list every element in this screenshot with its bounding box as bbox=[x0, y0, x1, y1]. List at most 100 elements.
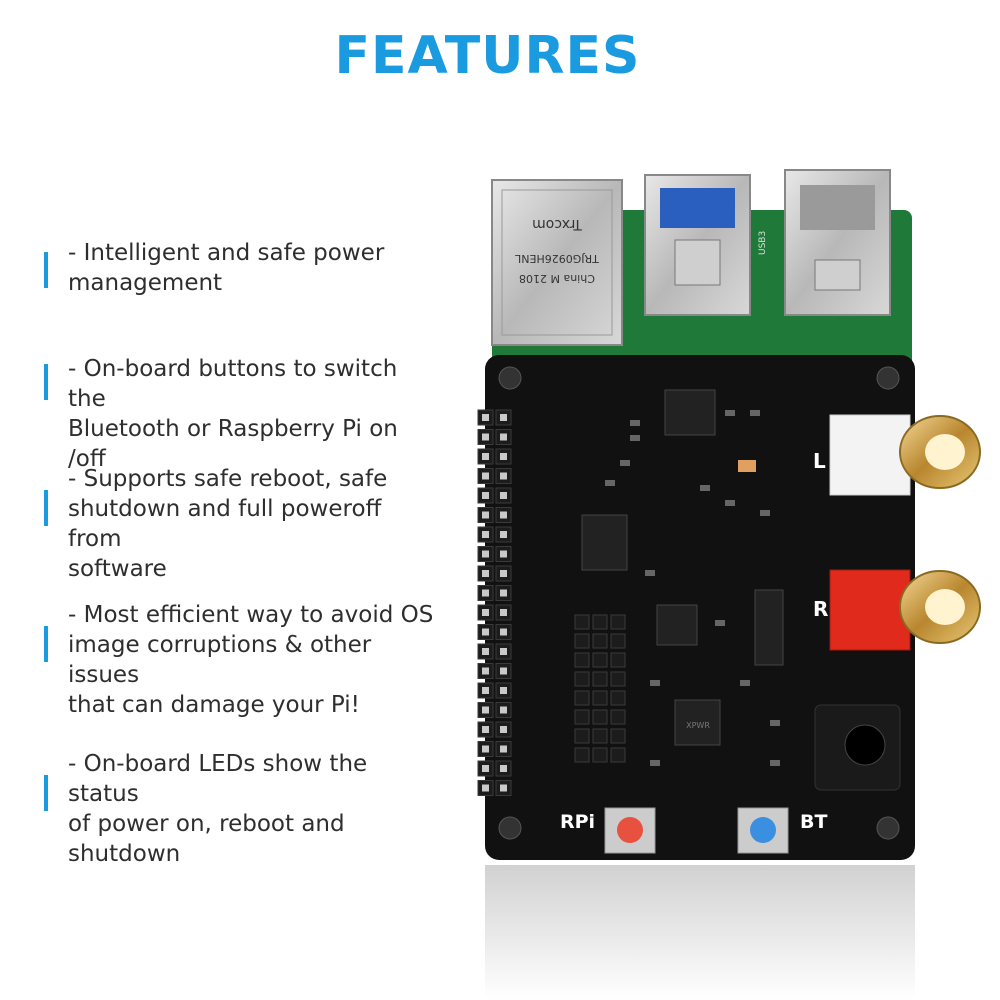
gpio-pin-tip bbox=[500, 687, 507, 694]
gpio-pin-tip bbox=[500, 726, 507, 733]
small-header bbox=[574, 614, 626, 763]
gpio-pin-tip bbox=[482, 667, 489, 675]
header-pin bbox=[592, 747, 608, 763]
gpio-pin-tip bbox=[482, 453, 489, 460]
bar-marker-icon bbox=[44, 252, 48, 288]
ethernet-port: Trxcom TRJG0926HENL China M 2108 bbox=[491, 179, 623, 346]
mount-hole bbox=[876, 366, 900, 390]
ethernet-label: Trxcom bbox=[532, 216, 583, 232]
gpio-pin-tip bbox=[500, 453, 507, 460]
gpio-header bbox=[477, 409, 512, 796]
usb3-port: USB3 bbox=[644, 174, 768, 316]
gpio-pin-tip bbox=[482, 570, 489, 577]
feature-text: - Most efficient way to avoid OS image c… bbox=[68, 602, 434, 718]
header-pin bbox=[610, 709, 626, 725]
mount-hole bbox=[498, 366, 522, 390]
gpio-pin-tip bbox=[482, 706, 489, 714]
usb2-port bbox=[784, 169, 891, 316]
header-pin bbox=[610, 728, 626, 744]
gpio-pin-tip bbox=[500, 511, 507, 519]
header-pin bbox=[592, 652, 608, 668]
chip bbox=[656, 604, 698, 646]
gpio-pin-tip bbox=[500, 784, 507, 792]
header-pin bbox=[574, 728, 590, 744]
rpi-button[interactable]: RPi bbox=[560, 807, 656, 854]
board-illustration: Trxcom TRJG0926HENL China M 2108 USB3 bbox=[477, 169, 981, 1000]
page-title: FEATURES bbox=[334, 26, 641, 86]
header-pin bbox=[592, 728, 608, 744]
feature-list: - Intelligent and safe power management … bbox=[44, 0, 444, 1000]
gpio-pin-tip bbox=[482, 414, 489, 421]
gpio-pin-tip bbox=[482, 648, 489, 655]
header-pin bbox=[574, 614, 590, 630]
gpio-pin-tip bbox=[500, 589, 507, 597]
gpio-pin-tip bbox=[482, 609, 489, 616]
passives bbox=[605, 410, 780, 766]
rpi-button-label: RPi bbox=[560, 811, 595, 833]
bt-button[interactable]: BT bbox=[737, 807, 827, 854]
gpio-pin-tip bbox=[500, 472, 507, 480]
header-pin bbox=[592, 633, 608, 649]
header-pin bbox=[592, 709, 608, 725]
header-pin bbox=[574, 747, 590, 763]
feature-text: - On-board buttons to switch the Bluetoo… bbox=[68, 356, 398, 472]
bt-button-label: BT bbox=[800, 811, 827, 833]
feature-text: - Intelligent and safe power management bbox=[68, 240, 385, 296]
rca-left-jack: L bbox=[813, 414, 981, 496]
feature-text: - Supports safe reboot, safe shutdown an… bbox=[68, 466, 388, 582]
gpio-pin-tip bbox=[500, 414, 507, 421]
capacitor bbox=[738, 460, 756, 472]
header-pin bbox=[574, 633, 590, 649]
reflection bbox=[485, 865, 915, 1000]
gpio-pin-tip bbox=[482, 628, 489, 636]
usb3-label: USB3 bbox=[758, 231, 768, 255]
header-pin bbox=[610, 633, 626, 649]
gpio-pin-tip bbox=[482, 687, 489, 694]
watermark bbox=[320, 430, 356, 569]
gpio-pin-tip bbox=[500, 492, 507, 499]
gpio-pin-tip bbox=[482, 492, 489, 499]
header-pin bbox=[574, 690, 590, 706]
chip-label: XPWR bbox=[686, 721, 710, 730]
rca-right-jack: R bbox=[813, 569, 981, 651]
gpio-pin-tip bbox=[482, 589, 489, 597]
header-pin bbox=[592, 614, 608, 630]
header-pin bbox=[592, 690, 608, 706]
gpio-pin-tip bbox=[500, 648, 507, 655]
gpio-pin-tip bbox=[482, 726, 489, 733]
gpio-pin-tip bbox=[500, 609, 507, 616]
chip bbox=[754, 589, 784, 666]
gpio-pin-tip bbox=[482, 511, 489, 519]
chip bbox=[581, 514, 628, 571]
header-pin bbox=[574, 652, 590, 668]
gpio-pin-tip bbox=[482, 784, 489, 792]
gpio-pin-tip bbox=[500, 570, 507, 577]
feature-text: - On-board LEDs show the status of power… bbox=[68, 751, 368, 867]
bar-marker-icon bbox=[44, 626, 48, 662]
gpio-pin-tip bbox=[500, 550, 507, 558]
header-pin bbox=[574, 709, 590, 725]
chip bbox=[664, 389, 716, 436]
gpio-pin-tip bbox=[482, 531, 489, 538]
gpio-pin-tip bbox=[500, 745, 507, 753]
gpio-pin-tip bbox=[500, 765, 507, 772]
gpio-pin-tip bbox=[500, 531, 507, 538]
left-channel-label: L bbox=[813, 449, 826, 473]
gpio-pin-tip bbox=[500, 706, 507, 714]
header-pin bbox=[610, 671, 626, 687]
bar-marker-icon bbox=[44, 490, 48, 526]
gpio-pin-tip bbox=[500, 628, 507, 636]
header-pin bbox=[610, 614, 626, 630]
header-pin bbox=[610, 690, 626, 706]
mount-hole bbox=[498, 816, 522, 840]
product-photo: Trxcom TRJG0926HENL China M 2108 USB3 bbox=[470, 160, 990, 1000]
gpio-pin-tip bbox=[482, 550, 489, 558]
gpio-pin-tip bbox=[482, 745, 489, 753]
gpio-pin-tip bbox=[482, 765, 489, 772]
header-pin bbox=[610, 747, 626, 763]
right-channel-label: R bbox=[813, 597, 828, 621]
chip bbox=[674, 699, 721, 746]
gpio-pin-tip bbox=[482, 472, 489, 480]
gpio-pin-tip bbox=[500, 433, 507, 441]
header-pin bbox=[610, 652, 626, 668]
